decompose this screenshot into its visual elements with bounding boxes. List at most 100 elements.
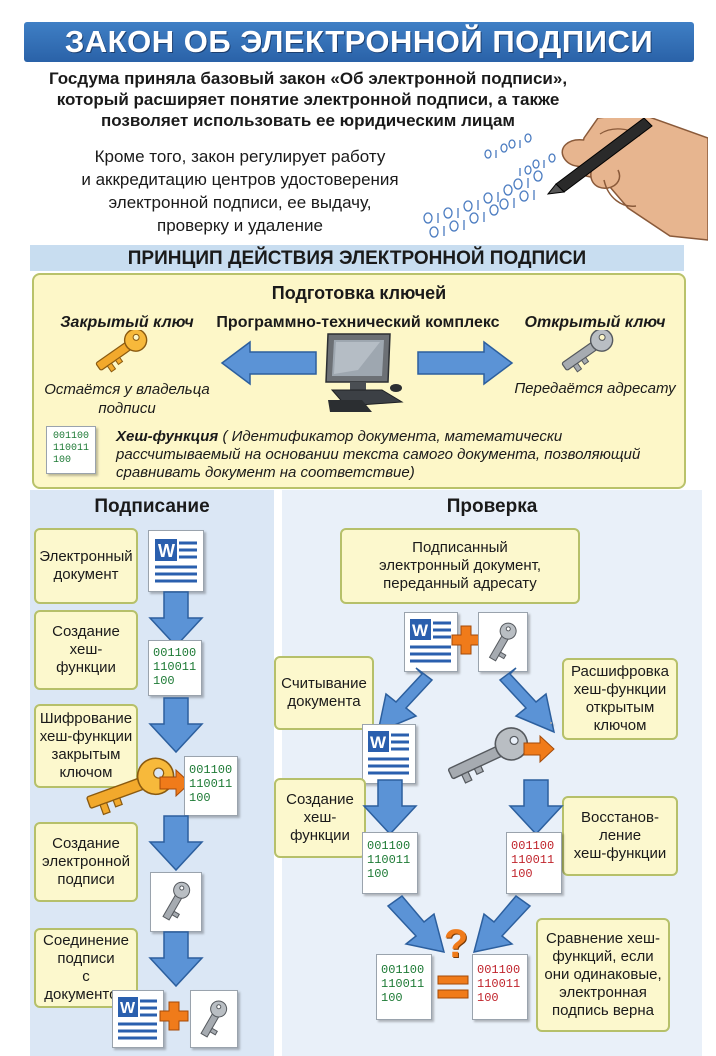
arrow-down-icon xyxy=(148,931,204,988)
private-key-desc: Остаётся у владельца подписи xyxy=(32,380,222,418)
word-document-icon: W xyxy=(404,612,458,672)
intro-bold-text: Госдума приняла базовый закон «Об электр… xyxy=(28,68,588,131)
hash-code-line: 001100 xyxy=(367,839,411,853)
step-line: с документом xyxy=(44,968,128,1003)
step-line: Подписанный xyxy=(412,539,508,556)
signature-doc-icon xyxy=(190,990,238,1048)
step-line: хеш-функции xyxy=(573,681,667,698)
hash-code-line: 110011 xyxy=(511,853,555,867)
signature-doc-icon xyxy=(478,612,528,672)
step-line: закрытым xyxy=(51,746,121,763)
arrow-down-icon xyxy=(362,779,418,836)
binary-stream-icon xyxy=(423,133,556,238)
arrow-down-icon xyxy=(508,779,564,836)
hash-doc-red-icon: 001100 110011 100 xyxy=(506,832,562,894)
hash-code-line: 100 xyxy=(189,791,211,805)
word-document-icon: W xyxy=(112,990,164,1048)
step-line: функции xyxy=(290,827,350,844)
public-key-icon xyxy=(561,330,614,373)
title-banner xyxy=(24,22,694,62)
step-line: Создание xyxy=(52,835,120,852)
step-line: хеш-функции xyxy=(39,728,133,745)
signature-doc-icon xyxy=(150,872,202,932)
hash-desc-line: сравнивать документ на соответствие) xyxy=(116,464,415,481)
hash-code-line: 001100 xyxy=(53,431,90,442)
hash-code-line: 100 xyxy=(367,867,389,881)
hash-code-line: 100 xyxy=(153,674,175,688)
svg-text:W: W xyxy=(158,541,175,561)
hash-code-line: 110011 xyxy=(477,977,521,991)
hash-code-line: 100 xyxy=(511,867,533,881)
spacer xyxy=(550,722,552,724)
hash-code-line: 001100 xyxy=(477,963,521,977)
step-line: функции xyxy=(56,659,116,676)
step-line: подписи xyxy=(57,950,115,967)
intro-line: который расширяет понятие электронной по… xyxy=(56,90,560,109)
public-key-label: Открытый ключ xyxy=(524,314,666,331)
private-key-label: Закрытый ключ xyxy=(60,314,194,331)
hash-code-line: 110011 xyxy=(189,777,233,791)
hash-code-line: 001100 xyxy=(189,763,233,777)
svg-text:W: W xyxy=(370,733,387,752)
plus-icon xyxy=(159,1001,189,1031)
intro-line: и аккредитацию центров удостоверения xyxy=(81,170,399,189)
step-line: документа xyxy=(287,693,361,710)
intro-line: электронной подписи, ее выдачу, xyxy=(108,193,372,212)
intro-line: Госдума приняла базовый закон «Об электр… xyxy=(48,69,568,88)
computer-icon xyxy=(325,333,404,412)
hash-doc-green-icon: 001100 110011 100 xyxy=(362,832,418,894)
arrow-down-right-icon xyxy=(498,667,556,734)
arrow-down-right-icon xyxy=(386,894,446,953)
hash-doc-red-icon: 001100 110011 100 xyxy=(472,954,528,1020)
page-title: ЗАКОН ОБ ЭЛЕКТРОННОЙ ПОДПИСИ xyxy=(64,24,654,59)
hash-term: Хеш-функция xyxy=(116,428,219,445)
step-line: Шифрование xyxy=(39,710,133,727)
keys-title: Подготовка ключей xyxy=(271,283,447,303)
arrow-left-icon xyxy=(220,340,317,386)
hash-desc-line: рассчитываемый на основании текста самог… xyxy=(116,446,641,463)
step-line: Создание xyxy=(52,623,120,640)
step-line: ление xyxy=(598,827,642,844)
hash-doc-green-icon: 001100 110011 100 xyxy=(184,756,238,816)
complex-label: Программно-технический комплекс xyxy=(216,314,500,331)
hash-doc-icon: 001100 110011 100 xyxy=(46,426,96,474)
step-line: открытым xyxy=(585,699,655,716)
step-line: подписи xyxy=(57,871,115,888)
private-key-desc-line: Остаётся у владельца xyxy=(44,381,210,398)
hand-pen-illustration xyxy=(423,118,708,241)
arrow-right-orange-icon xyxy=(159,768,191,798)
intro-line: позволяет использовать ее юридическим ли… xyxy=(100,111,516,130)
hash-code-line: 001100 xyxy=(381,963,425,977)
private-key-large-icon xyxy=(86,757,175,816)
step-line: Создание xyxy=(286,791,354,808)
arrow-down-left-icon xyxy=(472,894,532,953)
step-line: хеш-функции xyxy=(573,845,667,862)
plus-icon xyxy=(451,625,481,655)
step-line: Соединение xyxy=(43,932,129,949)
step-line: Расшифровка xyxy=(571,663,669,680)
public-key-desc: Передаётся адресату xyxy=(514,380,676,397)
hash-code-line: 110011 xyxy=(381,977,425,991)
step-line: Восстанов- xyxy=(581,809,659,826)
hash-code-line: 100 xyxy=(53,455,72,466)
word-document-icon: W xyxy=(362,724,416,784)
hash-code-line: 110011 xyxy=(53,443,90,454)
step-line: они одинаковые, xyxy=(544,966,662,983)
step-line: подпись верна xyxy=(552,1002,654,1019)
step-line: переданный адресату xyxy=(383,575,537,592)
public-key-large-icon xyxy=(447,727,529,784)
step-line: электронной xyxy=(42,853,130,870)
step-line: Электронный xyxy=(39,548,133,565)
step-line: Считывание xyxy=(281,675,367,692)
hash-explanation: Хеш-функция ( Идентификатор документа, м… xyxy=(116,428,676,482)
arrow-down-icon xyxy=(148,591,204,648)
hash-code-line: 110011 xyxy=(153,660,197,674)
step-line: Сравнение хеш- xyxy=(546,930,660,947)
